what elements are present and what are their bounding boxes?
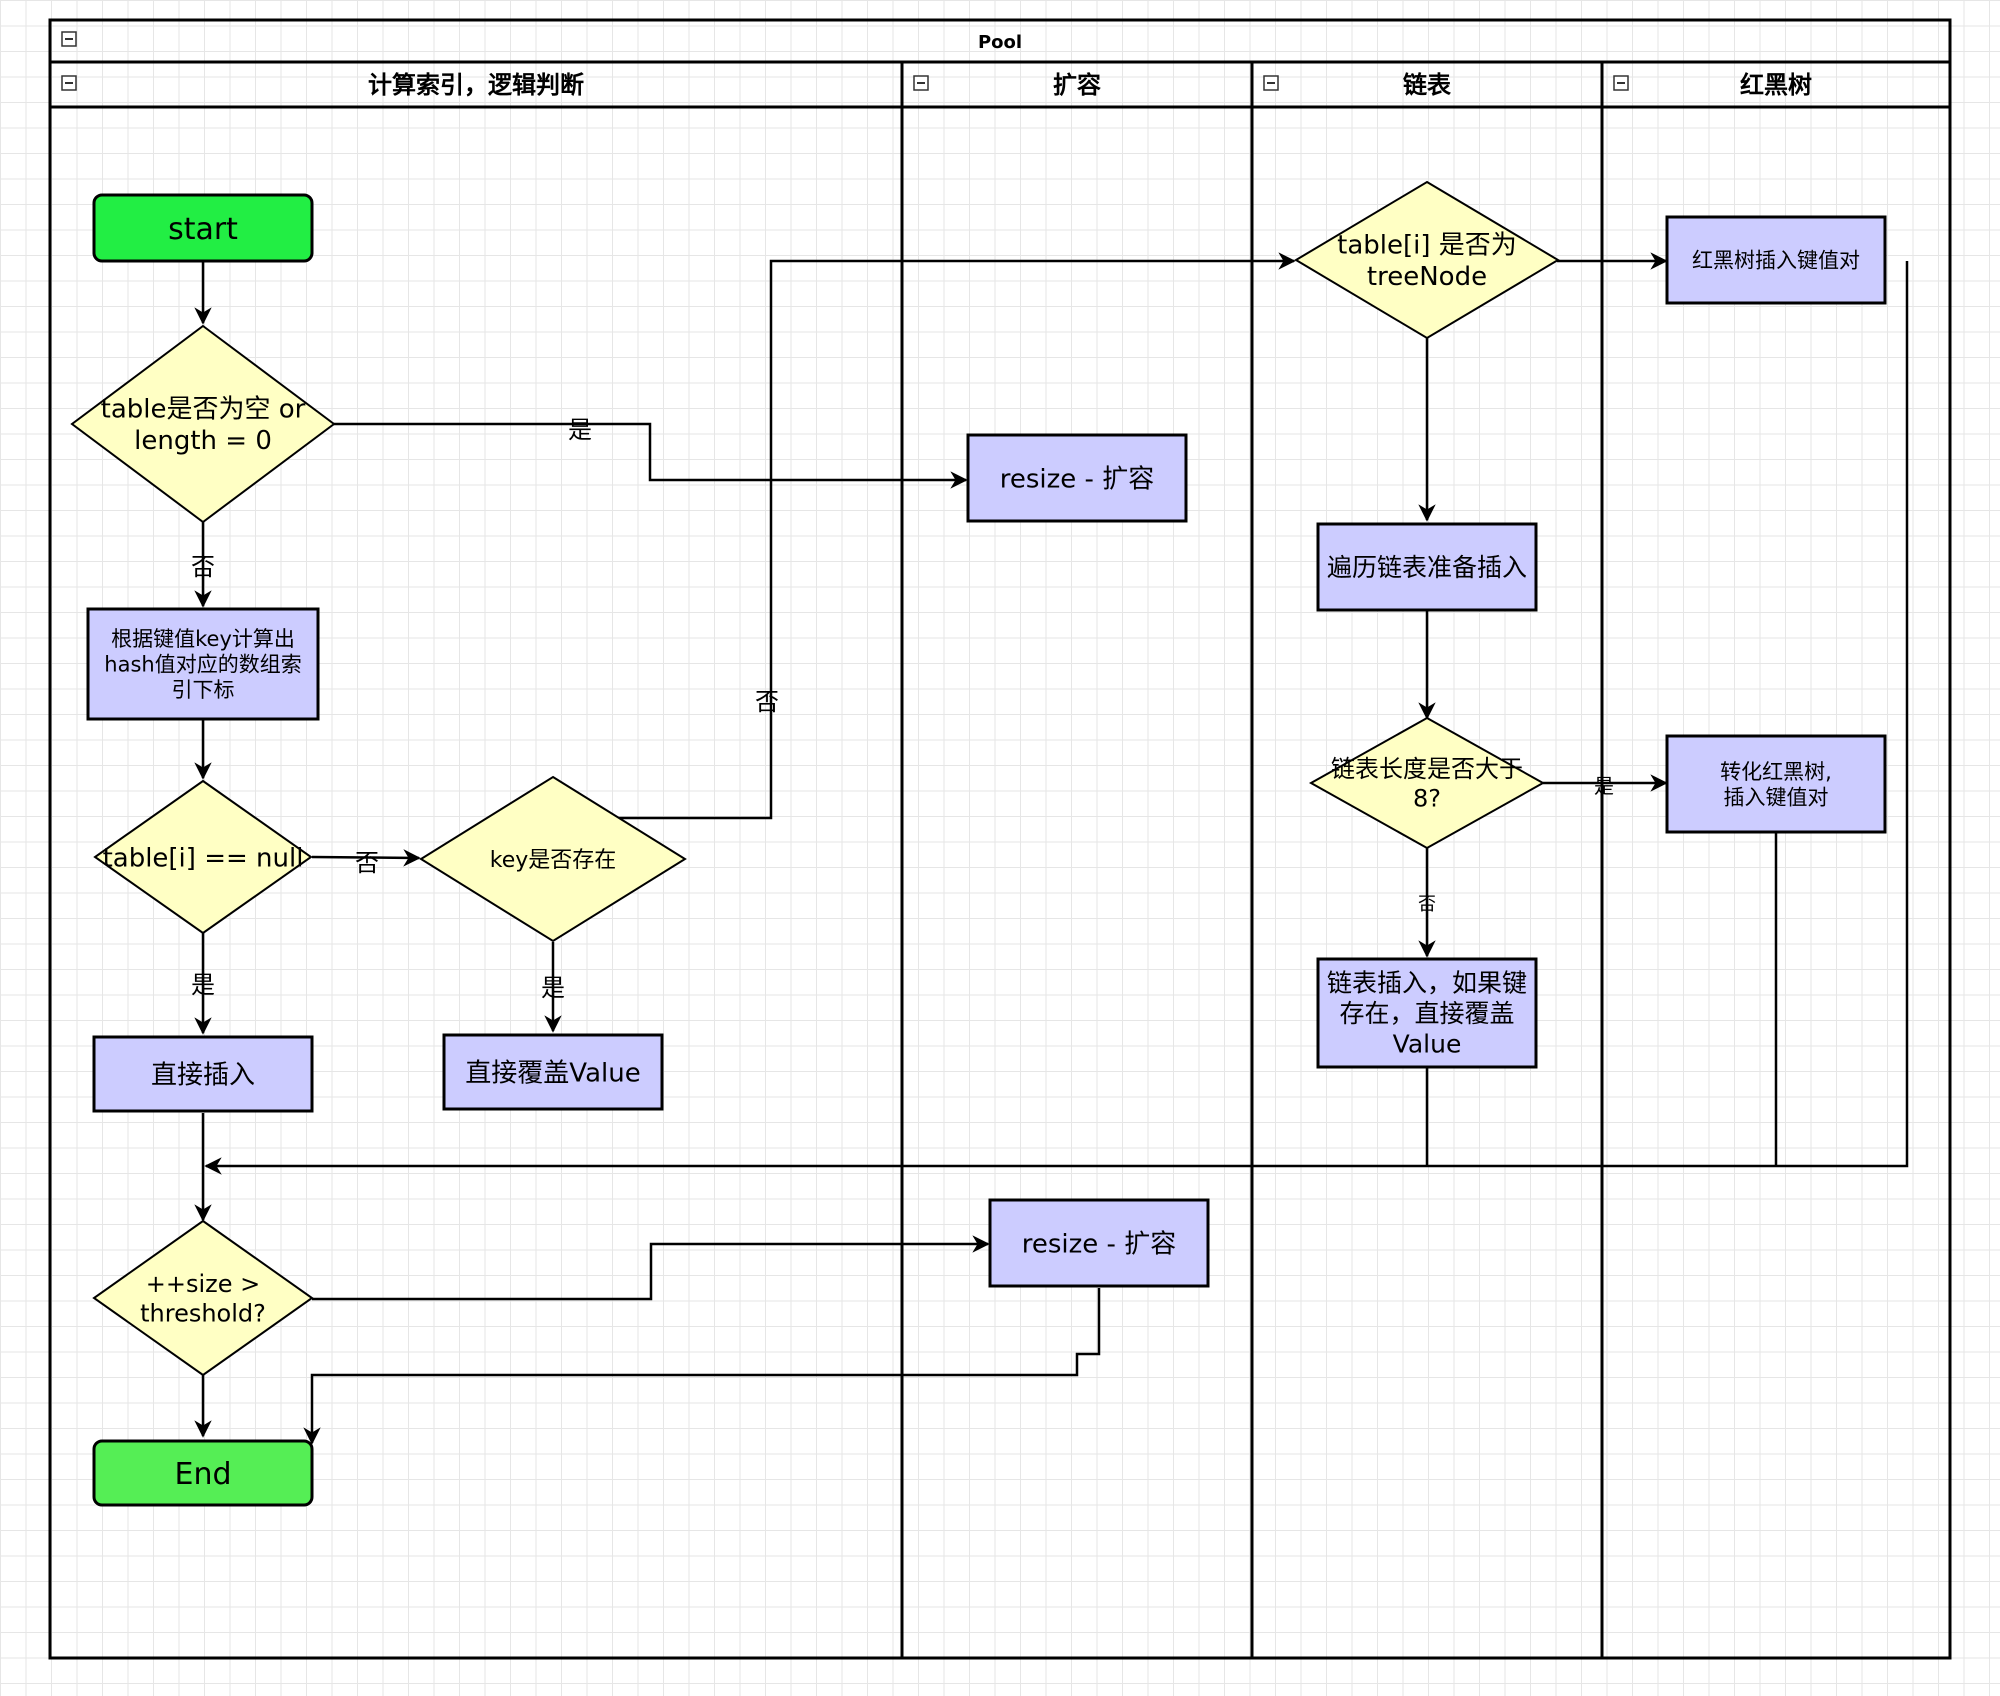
pool-title: Pool xyxy=(978,32,1022,53)
node-traverse-list[interactable]: 遍历链表准备插入 xyxy=(1316,522,1538,612)
node-resize-2[interactable]: resize - 扩容 xyxy=(988,1198,1210,1288)
node-start[interactable]: start xyxy=(92,193,314,263)
node-resize-1-label: resize - 扩容 xyxy=(1000,464,1154,494)
node-check-treenode-label: table[i] 是否为 xyxy=(1337,231,1517,261)
lane-compute: 计算索引，逻辑判断 xyxy=(50,71,902,109)
lane-list-title: 链表 xyxy=(1403,71,1452,99)
edge-length-no[interactable]: 否 xyxy=(1418,848,1436,958)
lane-compute-collapse-icon[interactable] xyxy=(61,75,77,91)
node-traverse-list-label: 遍历链表准备插入 xyxy=(1327,553,1527,582)
node-end-label: End xyxy=(174,1457,231,1492)
node-check-treenode-label: treeNode xyxy=(1367,262,1487,292)
pool: Pool xyxy=(48,18,1952,1660)
node-rbtree-insert-box xyxy=(1665,215,1887,305)
node-check-length-diamond xyxy=(1308,716,1546,850)
node-overwrite-value[interactable]: 直接覆盖Value xyxy=(442,1033,664,1111)
node-start-box xyxy=(92,193,314,263)
edge-label-length-yes: 是 xyxy=(1594,774,1614,798)
node-check-length-label: 8? xyxy=(1413,784,1441,812)
node-compute-index-label: 引下标 xyxy=(172,678,235,702)
node-compute-index-label: hash值对应的数组索 xyxy=(104,653,301,677)
edge-check-empty-no[interactable]: 否 xyxy=(191,522,215,608)
lane-resize-title: 扩容 xyxy=(1053,71,1101,99)
node-rbtree-insert-label: 红黑树插入键值对 xyxy=(1692,249,1860,273)
lane-list: 链表 xyxy=(1250,62,1602,1658)
edge-label-check-empty-no: 否 xyxy=(191,553,215,581)
node-list-insert-label: 存在，直接覆盖 xyxy=(1339,999,1514,1028)
node-direct-insert-label: 直接插入 xyxy=(151,1060,255,1090)
edge-merge-to-check-size[interactable] xyxy=(194,261,1909,1222)
node-compute-index-label: 根据键值key计算出 xyxy=(111,627,295,651)
node-check-empty-diamond xyxy=(70,324,336,524)
edge-label-check-null-no: 否 xyxy=(355,849,379,877)
node-check-size-diamond xyxy=(92,1219,314,1377)
node-check-null[interactable]: table[i] == null xyxy=(93,779,313,935)
edge-label-key-exists-yes: 是 xyxy=(541,974,565,1002)
node-key-exists[interactable]: key是否存在 xyxy=(419,775,687,943)
edge-check-size-yes[interactable] xyxy=(312,1235,990,1301)
node-check-null-label: table[i] == null xyxy=(103,843,304,873)
edge-check-null-yes[interactable]: 是 xyxy=(191,933,215,1035)
node-check-empty-label: table是否为空 or xyxy=(101,395,306,425)
node-check-empty-label: length = 0 xyxy=(134,426,272,456)
node-check-length-label: 链表长度是否大于 xyxy=(1331,755,1523,783)
lane-list-collapse-icon[interactable] xyxy=(1263,75,1279,91)
node-end[interactable]: End xyxy=(92,1439,314,1507)
lane-rbtree: 红黑树 xyxy=(1600,62,1950,1658)
node-list-insert-label: 链表插入，如果键 xyxy=(1327,969,1527,998)
node-convert-rbtree-label: 转化红黑树, xyxy=(1720,760,1832,784)
node-check-size-label: threshold? xyxy=(140,1299,266,1327)
node-check-treenode-diamond xyxy=(1294,180,1560,340)
edge-label-length-no: 否 xyxy=(1418,894,1436,915)
node-overwrite-value-box xyxy=(442,1033,664,1111)
node-resize-2-box xyxy=(988,1198,1210,1288)
node-direct-insert-box xyxy=(92,1035,314,1113)
lane-resize: 扩容 xyxy=(900,62,1252,1658)
edge-check-null-no[interactable]: 否 xyxy=(311,849,421,877)
node-start-label: start xyxy=(168,212,238,247)
node-convert-rbtree-label: 插入键值对 xyxy=(1724,785,1829,809)
lane-compute-title: 计算索引，逻辑判断 xyxy=(368,71,584,99)
node-resize-1-box xyxy=(966,433,1188,523)
node-key-exists-diamond xyxy=(419,775,687,943)
edge-label-check-null-yes: 是 xyxy=(191,971,215,999)
edges: 是 否 否 是 是 否 xyxy=(191,252,1909,1445)
node-direct-insert[interactable]: 直接插入 xyxy=(92,1035,314,1113)
edge-length-yes[interactable]: 是 xyxy=(1543,774,1668,798)
node-check-size[interactable]: ++size >threshold? xyxy=(92,1219,314,1377)
node-resize-2-label: resize - 扩容 xyxy=(1022,1229,1176,1259)
node-end-box xyxy=(92,1439,314,1507)
node-list-insert-box xyxy=(1316,957,1538,1069)
edge-label-key-exists-no: 否 xyxy=(755,688,779,716)
edge-resize-2-to-end[interactable] xyxy=(303,1288,1101,1445)
edge-check-empty-yes[interactable]: 是 xyxy=(333,416,968,489)
node-convert-rbtree-box xyxy=(1665,734,1887,834)
edge-label-check-empty-yes: 是 xyxy=(568,416,592,444)
node-list-insert-label: Value xyxy=(1393,1030,1462,1059)
pool-collapse-icon[interactable] xyxy=(61,31,77,47)
lane-resize-collapse-icon[interactable] xyxy=(913,75,929,91)
lane-rbtree-title: 红黑树 xyxy=(1740,71,1812,99)
node-key-exists-label: key是否存在 xyxy=(490,848,617,873)
node-rbtree-insert[interactable]: 红黑树插入键值对 xyxy=(1665,215,1887,305)
node-overwrite-value-label: 直接覆盖Value xyxy=(465,1058,640,1088)
node-resize-1[interactable]: resize - 扩容 xyxy=(966,433,1188,523)
edge-key-exists-no[interactable]: 否 xyxy=(618,252,1296,820)
node-compute-index-box xyxy=(86,607,320,721)
node-convert-rbtree[interactable]: 转化红黑树,插入键值对 xyxy=(1665,734,1887,834)
edge-key-exists-yes[interactable]: 是 xyxy=(541,942,565,1033)
node-traverse-list-box xyxy=(1316,522,1538,612)
lane-rbtree-collapse-icon[interactable] xyxy=(1613,75,1629,91)
node-check-null-diamond xyxy=(93,779,313,935)
node-check-size-label: ++size > xyxy=(146,1270,261,1298)
